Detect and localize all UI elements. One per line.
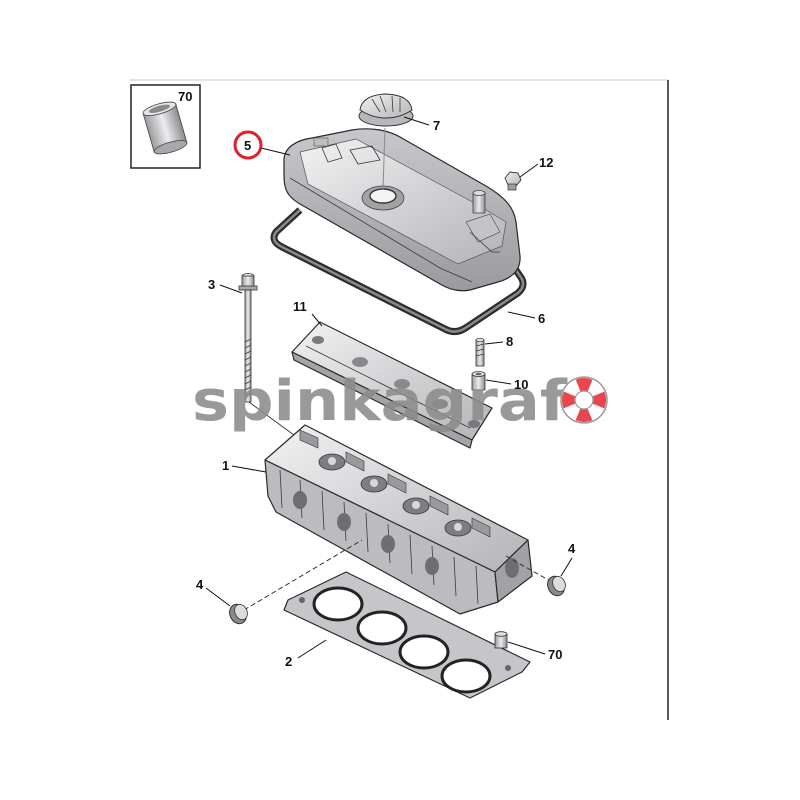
- callout-4-right[interactable]: 4: [568, 541, 576, 556]
- plug-left-alignment-line: [243, 539, 363, 611]
- breather-nipple: [504, 171, 522, 191]
- lifebuoy-icon: [560, 376, 608, 424]
- callout-12[interactable]: 12: [539, 155, 553, 170]
- cylinder-head: [264, 424, 533, 615]
- callout-7[interactable]: 7: [433, 118, 440, 133]
- stud: [475, 337, 485, 367]
- leader-lines: [205, 116, 573, 659]
- callout-4-left[interactable]: 4: [196, 577, 204, 592]
- callout-6[interactable]: 6: [538, 311, 545, 326]
- highlight-circle: [233, 130, 263, 160]
- callout-70-box[interactable]: 70: [178, 89, 192, 104]
- callout-1[interactable]: 1: [222, 458, 229, 473]
- inset-box-part-70: 70: [130, 84, 201, 169]
- callout-5[interactable]: 5: [244, 138, 251, 153]
- watermark: spinkagraf: [192, 369, 608, 434]
- oil-filler-cap: [358, 93, 414, 191]
- bushing-icon: [142, 101, 188, 155]
- plug-right: [547, 575, 566, 597]
- plug-right-alignment-line: [505, 555, 553, 583]
- callout-70[interactable]: 70: [548, 647, 562, 662]
- watermark-text: spinkagraf: [192, 369, 568, 434]
- valve-cover-gasket: [270, 207, 527, 336]
- plug-left: [229, 603, 248, 625]
- callout-3[interactable]: 3: [208, 277, 215, 292]
- cylinder-head-gasket: [283, 571, 531, 699]
- callout-2[interactable]: 2: [285, 654, 292, 669]
- callout-11[interactable]: 11: [293, 299, 307, 314]
- callout-10[interactable]: 10: [514, 377, 528, 392]
- callout-8[interactable]: 8: [506, 334, 513, 349]
- sleeve: [471, 371, 486, 391]
- cylinder-head-bolt: [238, 273, 299, 439]
- dowel-sleeve: [494, 631, 508, 649]
- valve-cover: [283, 128, 521, 292]
- oil-baffle-plate: [291, 321, 493, 449]
